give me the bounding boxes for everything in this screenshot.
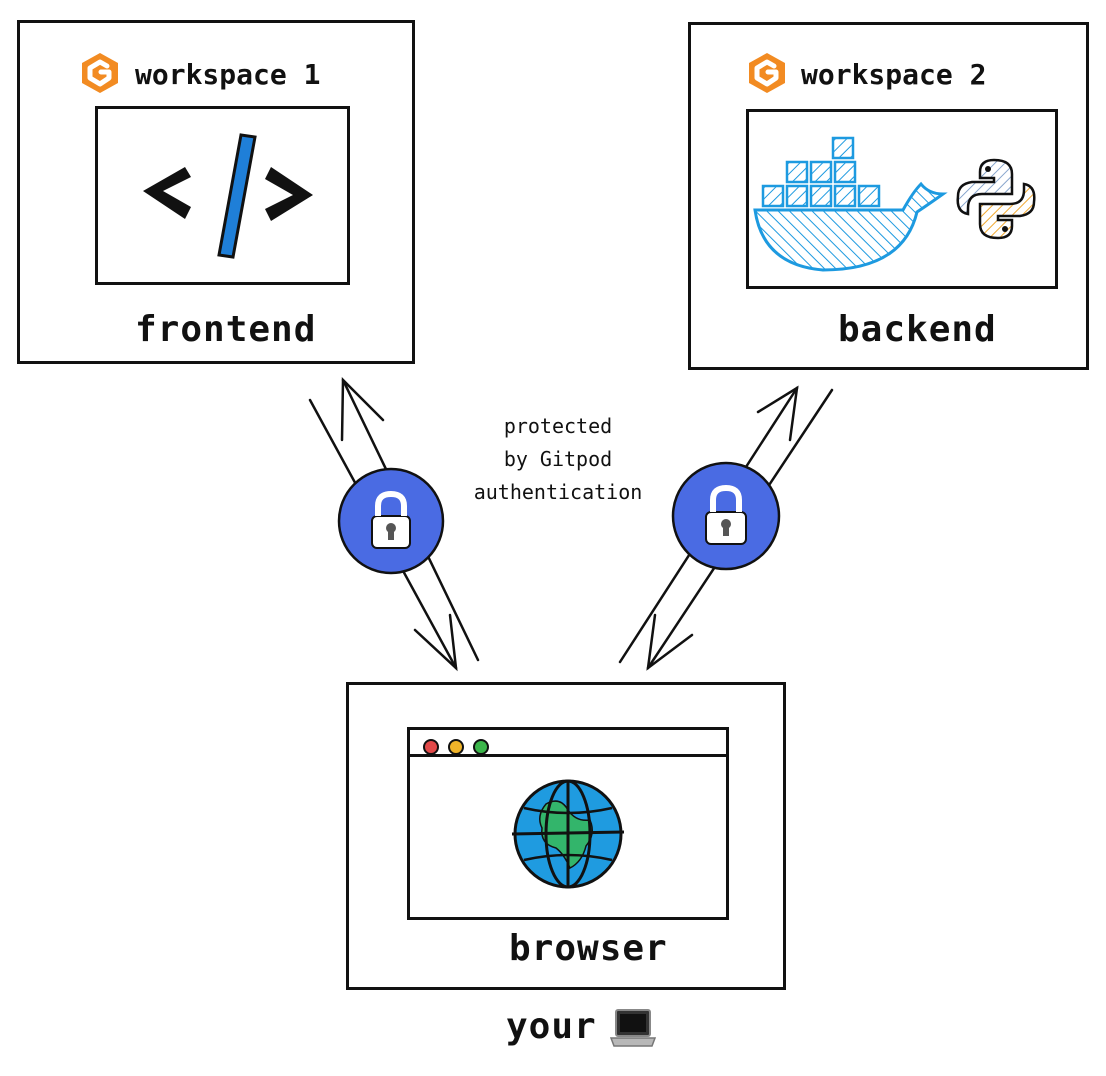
python-icon <box>956 158 1036 240</box>
footer-text: your <box>506 1006 597 1047</box>
browser-window <box>407 727 729 920</box>
backend-panel <box>746 109 1058 289</box>
browser-label: browser <box>509 928 668 969</box>
auth-note-line-3: authentication <box>473 480 643 504</box>
lock-icon <box>337 467 445 575</box>
workspace-1-title: workspace 1 <box>135 58 321 91</box>
frontend-panel <box>95 106 350 285</box>
auth-note: protected by Gitpod authentication <box>458 410 658 509</box>
workspace-2-box: workspace 2 <box>688 22 1089 370</box>
gitpod-logo-icon <box>749 53 785 93</box>
frontend-label: frontend <box>135 309 317 350</box>
minimize-dot-icon <box>448 739 464 755</box>
maximize-dot-icon <box>473 739 489 755</box>
workspace-1-box: workspace 1 frontend <box>17 20 415 364</box>
close-dot-icon <box>423 739 439 755</box>
browser-toolbar-divider <box>410 754 726 757</box>
globe-icon <box>511 779 625 889</box>
docker-icon <box>753 136 948 272</box>
gitpod-logo-icon <box>82 53 118 93</box>
auth-note-line-1: protected <box>503 414 613 438</box>
auth-note-line-2: by Gitpod <box>503 447 613 471</box>
browser-box: browser <box>346 682 786 990</box>
code-brackets-icon <box>143 133 313 259</box>
workspace-2-title: workspace 2 <box>801 58 987 91</box>
laptop-icon <box>610 1009 656 1047</box>
lock-icon <box>671 461 781 571</box>
backend-label: backend <box>838 309 997 350</box>
